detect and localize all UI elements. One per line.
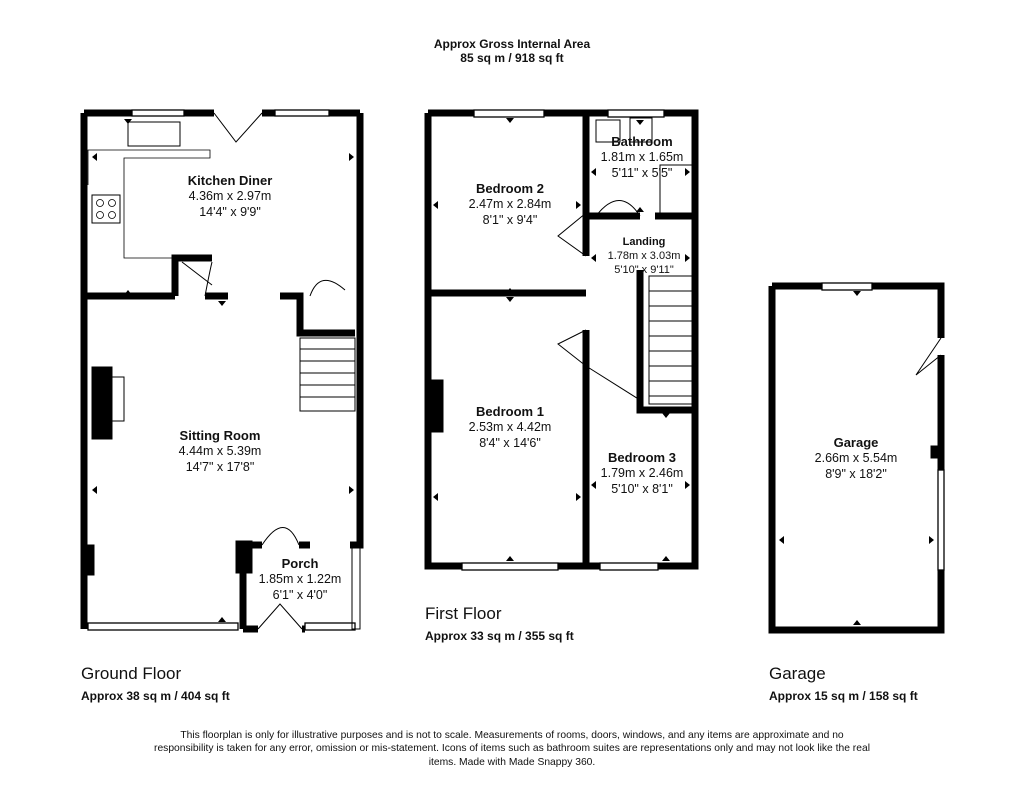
kitchen-worktop [87, 149, 211, 259]
dimension-arrows [92, 118, 934, 625]
room-metric: 1.78m x 3.03m [607, 249, 681, 262]
room-porch: Porch 1.85m x 1.22m 6'1" x 4'0" [248, 556, 352, 604]
room-metric: 4.36m x 2.97m [188, 189, 272, 204]
ground-floor-area: Approx 38 sq m / 404 sq ft [81, 689, 230, 703]
room-name: Bedroom 2 [476, 181, 544, 196]
room-bathroom: Bathroom 1.81m x 1.65m 5'11" x 5'5" [590, 134, 694, 182]
porch-pier [235, 540, 253, 574]
gross-area-value: 85 sq m / 918 sq ft [460, 51, 564, 65]
room-bedroom-2: Bedroom 2 2.47m x 2.84m 8'1" x 9'4" [440, 181, 580, 229]
first-stairs [648, 275, 694, 405]
room-landing: Landing 1.78m x 3.03m 5'10" x 9'11" [592, 236, 696, 277]
room-metric: 2.47m x 2.84m [468, 197, 552, 212]
room-metric: 1.81m x 1.65m [600, 150, 684, 165]
room-kitchen-diner: Kitchen Diner 4.36m x 2.97m 14'4" x 9'9" [160, 173, 300, 221]
room-imperial: 8'4" x 14'6" [479, 435, 541, 450]
room-metric: 1.79m x 2.46m [600, 466, 684, 481]
garage-title: Garage [769, 664, 826, 683]
bathroom-fittings [595, 117, 693, 214]
room-imperial: 14'4" x 9'9" [199, 204, 261, 219]
room-name: Sitting Room [179, 428, 261, 443]
garage-area: Approx 15 sq m / 158 sq ft [769, 689, 918, 703]
gross-area-title: Approx Gross Internal Area [433, 37, 591, 51]
room-metric: 2.66m x 5.54m [814, 451, 898, 466]
room-imperial: 5'10" x 8'1" [611, 481, 673, 496]
room-imperial: 5'11" x 5'5" [611, 165, 673, 180]
fireplace-hearth [111, 376, 125, 422]
room-imperial: 6'1" x 4'0" [272, 587, 328, 602]
wall-pier [85, 544, 95, 576]
garage-windows [821, 282, 945, 571]
disclaimer-text: This floorplan is only for illustrative … [154, 730, 870, 768]
room-name: Garage [833, 435, 879, 450]
first-doors [557, 200, 641, 401]
ground-doors [181, 112, 346, 630]
room-imperial: 5'10" x 9'11" [614, 263, 674, 276]
room-imperial: 8'1" x 9'4" [482, 212, 538, 227]
hob [91, 194, 121, 224]
room-imperial: 14'7" x 17'8" [185, 459, 255, 474]
room-name: Bedroom 3 [608, 450, 676, 465]
room-imperial: 8'9" x 18'2" [825, 466, 887, 481]
room-bedroom-1: Bedroom 1 2.53m x 4.42m 8'4" x 14'6" [440, 404, 580, 452]
first-floor-area: Approx 33 sq m / 355 sq ft [425, 629, 574, 643]
room-metric: 2.53m x 4.42m [468, 420, 552, 435]
room-metric: 1.85m x 1.22m [258, 572, 342, 587]
room-garage: Garage 2.66m x 5.54m 8'9" x 18'2" [786, 435, 926, 483]
first-floor-title: First Floor [425, 604, 502, 623]
sink [127, 121, 181, 147]
room-name: Kitchen Diner [187, 173, 273, 188]
room-name: Bathroom [611, 134, 673, 149]
room-metric: 4.44m x 5.39m [178, 444, 262, 459]
garage-door [915, 337, 942, 376]
chimney-breast [91, 366, 113, 440]
ground-windows [87, 109, 356, 631]
ground-stairs [299, 337, 356, 412]
room-name: Porch [281, 556, 319, 571]
room-sitting-room: Sitting Room 4.44m x 5.39m 14'7" x 17'8" [150, 428, 290, 476]
first-windows [461, 109, 665, 571]
bedroom1-chimney [430, 379, 444, 433]
room-name: Bedroom 1 [476, 404, 544, 419]
room-bedroom-3: Bedroom 3 1.79m x 2.46m 5'10" x 8'1" [590, 450, 694, 498]
room-name: Landing [622, 236, 666, 248]
ground-floor-title: Ground Floor [81, 664, 182, 683]
porch-window [351, 544, 361, 630]
